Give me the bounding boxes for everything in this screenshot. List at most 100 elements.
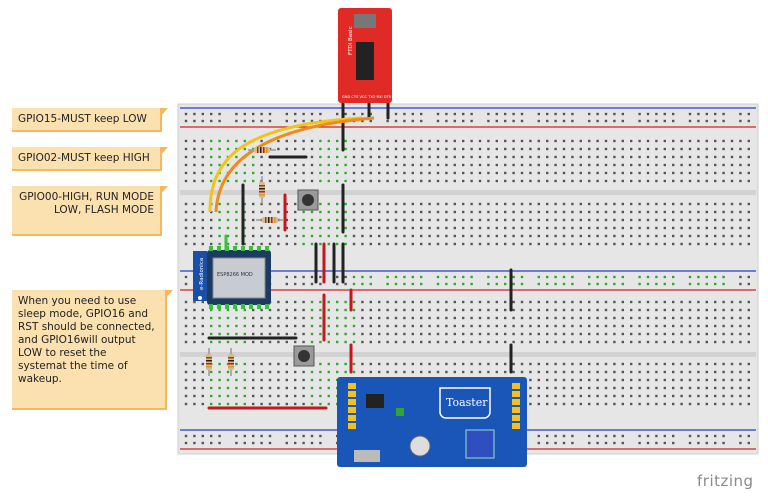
hole	[579, 370, 582, 374]
hole-connected	[571, 275, 574, 279]
hole	[277, 300, 280, 304]
hole	[613, 210, 616, 214]
hole-connected	[327, 226, 330, 230]
center-channel	[180, 190, 756, 195]
hole	[705, 112, 708, 116]
toaster-header-pin	[512, 399, 520, 405]
hole-connected	[218, 332, 221, 336]
hole	[722, 300, 725, 304]
hole	[714, 386, 717, 390]
hole-connected	[235, 378, 238, 382]
hole	[470, 112, 473, 116]
hole-connected	[243, 370, 246, 374]
hole	[739, 394, 742, 398]
hole	[403, 308, 406, 312]
hole	[722, 316, 725, 320]
hole	[714, 226, 717, 230]
hole	[487, 332, 490, 336]
hole	[294, 441, 297, 445]
hole	[520, 163, 524, 167]
resistor-body	[228, 354, 234, 370]
hole-connected	[218, 234, 221, 238]
hole	[739, 441, 742, 445]
hole	[621, 119, 624, 123]
hole	[739, 340, 742, 344]
hole	[579, 332, 582, 336]
hole	[722, 370, 725, 374]
hole	[218, 112, 221, 116]
hole-connected	[327, 155, 330, 159]
hole	[184, 234, 188, 238]
hole	[672, 112, 675, 116]
hole	[646, 179, 650, 183]
hole	[428, 242, 431, 246]
hole	[688, 210, 692, 214]
hole	[562, 300, 566, 304]
hole	[520, 210, 524, 214]
hole	[193, 163, 196, 167]
hole	[352, 147, 356, 151]
hole	[604, 324, 608, 328]
toaster-icon	[439, 387, 491, 419]
hole	[638, 370, 641, 374]
hole-connected	[243, 378, 246, 382]
hole	[260, 234, 263, 238]
hole	[546, 179, 549, 183]
hole	[697, 155, 700, 159]
hole	[747, 434, 750, 438]
hole	[596, 171, 599, 175]
hole	[588, 441, 591, 445]
hole	[672, 332, 675, 336]
hole	[201, 362, 204, 366]
hole	[260, 378, 263, 382]
hole	[663, 234, 666, 238]
hole	[621, 234, 624, 238]
hole	[436, 147, 440, 151]
hole	[680, 147, 683, 151]
hole	[428, 300, 431, 304]
hole	[697, 242, 700, 246]
hole	[520, 234, 524, 238]
hole-connected	[344, 332, 347, 336]
hole	[512, 218, 515, 222]
hole	[369, 147, 372, 151]
hole	[588, 324, 591, 328]
hole	[445, 324, 448, 328]
hole	[462, 202, 465, 206]
hole	[730, 139, 734, 143]
hole	[462, 362, 465, 366]
hole	[218, 441, 221, 445]
hole	[688, 147, 692, 151]
hole	[420, 308, 423, 312]
hole	[201, 171, 204, 175]
hole	[630, 163, 633, 167]
hole	[294, 210, 297, 214]
hole	[554, 316, 557, 320]
hole	[420, 202, 423, 206]
hole	[705, 155, 708, 159]
hole	[193, 370, 196, 374]
hole	[453, 112, 456, 116]
hole-connected	[344, 226, 347, 230]
hole	[201, 332, 204, 336]
hole	[596, 300, 599, 304]
hole	[638, 119, 641, 123]
hole	[747, 378, 750, 382]
hole	[319, 112, 322, 116]
hole	[613, 316, 616, 320]
hole-connected	[327, 171, 330, 175]
hole	[730, 226, 734, 230]
hole-connected	[336, 300, 339, 304]
hole	[445, 316, 448, 320]
hole	[537, 234, 540, 238]
hole-connected	[310, 386, 314, 390]
toaster-header-pin	[512, 415, 520, 421]
hole	[470, 242, 473, 246]
hole	[722, 210, 725, 214]
hole	[722, 242, 725, 246]
hole	[537, 300, 540, 304]
hole	[378, 163, 381, 167]
hole	[520, 112, 524, 116]
hole	[470, 147, 473, 151]
hole-connected	[319, 300, 322, 304]
